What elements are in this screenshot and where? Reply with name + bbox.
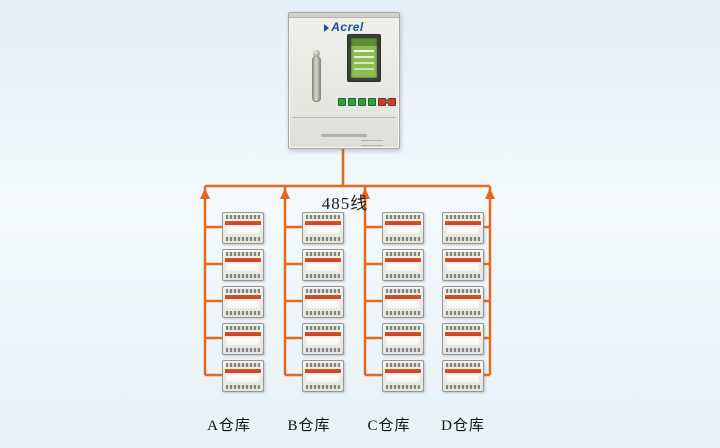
lcd-display (351, 38, 377, 78)
device-module (442, 286, 484, 318)
panel-button-green (368, 98, 376, 106)
panel-button-green (338, 98, 346, 106)
monitoring-cabinet: Acrel (288, 12, 400, 149)
column-b-wire (283, 186, 303, 377)
column-a-wire (203, 186, 223, 377)
brand-text: Acrel (331, 20, 364, 34)
device-module (382, 286, 424, 318)
door-handle (312, 50, 321, 102)
warehouse-a-label: A仓库 (207, 418, 251, 434)
device-module (382, 360, 424, 392)
warehouse-b-label: B仓库 (287, 418, 331, 434)
device-module (302, 360, 344, 392)
bus-label: 485线 (321, 194, 369, 213)
lock-keyhole (385, 99, 390, 104)
panel-button-green (348, 98, 356, 106)
device-module (222, 249, 264, 281)
bus-arrowheads (200, 188, 495, 199)
device-module (442, 249, 484, 281)
column-d-wire (481, 186, 492, 377)
panel-button-green (358, 98, 366, 106)
device-module (302, 323, 344, 355)
cabinet-seam (292, 117, 396, 118)
device-module (222, 286, 264, 318)
device-module (302, 286, 344, 318)
device-module (302, 212, 344, 244)
cabinet-top-strip (289, 13, 399, 18)
warehouse-d-label: D仓库 (441, 418, 485, 434)
device-module (302, 249, 344, 281)
device-module (442, 360, 484, 392)
lcd-screen (347, 34, 381, 82)
vent-lines (361, 140, 383, 146)
device-module (382, 249, 424, 281)
warehouse-c-label: C仓库 (367, 418, 411, 434)
device-module (442, 212, 484, 244)
device-module (222, 360, 264, 392)
device-module (442, 323, 484, 355)
device-module (382, 212, 424, 244)
nameplate (321, 134, 367, 137)
brand-logo: Acrel (289, 20, 399, 34)
acrel-logo-icon (324, 23, 330, 32)
device-module (382, 323, 424, 355)
device-module (222, 212, 264, 244)
device-module (222, 323, 264, 355)
column-c-wire (363, 186, 383, 377)
